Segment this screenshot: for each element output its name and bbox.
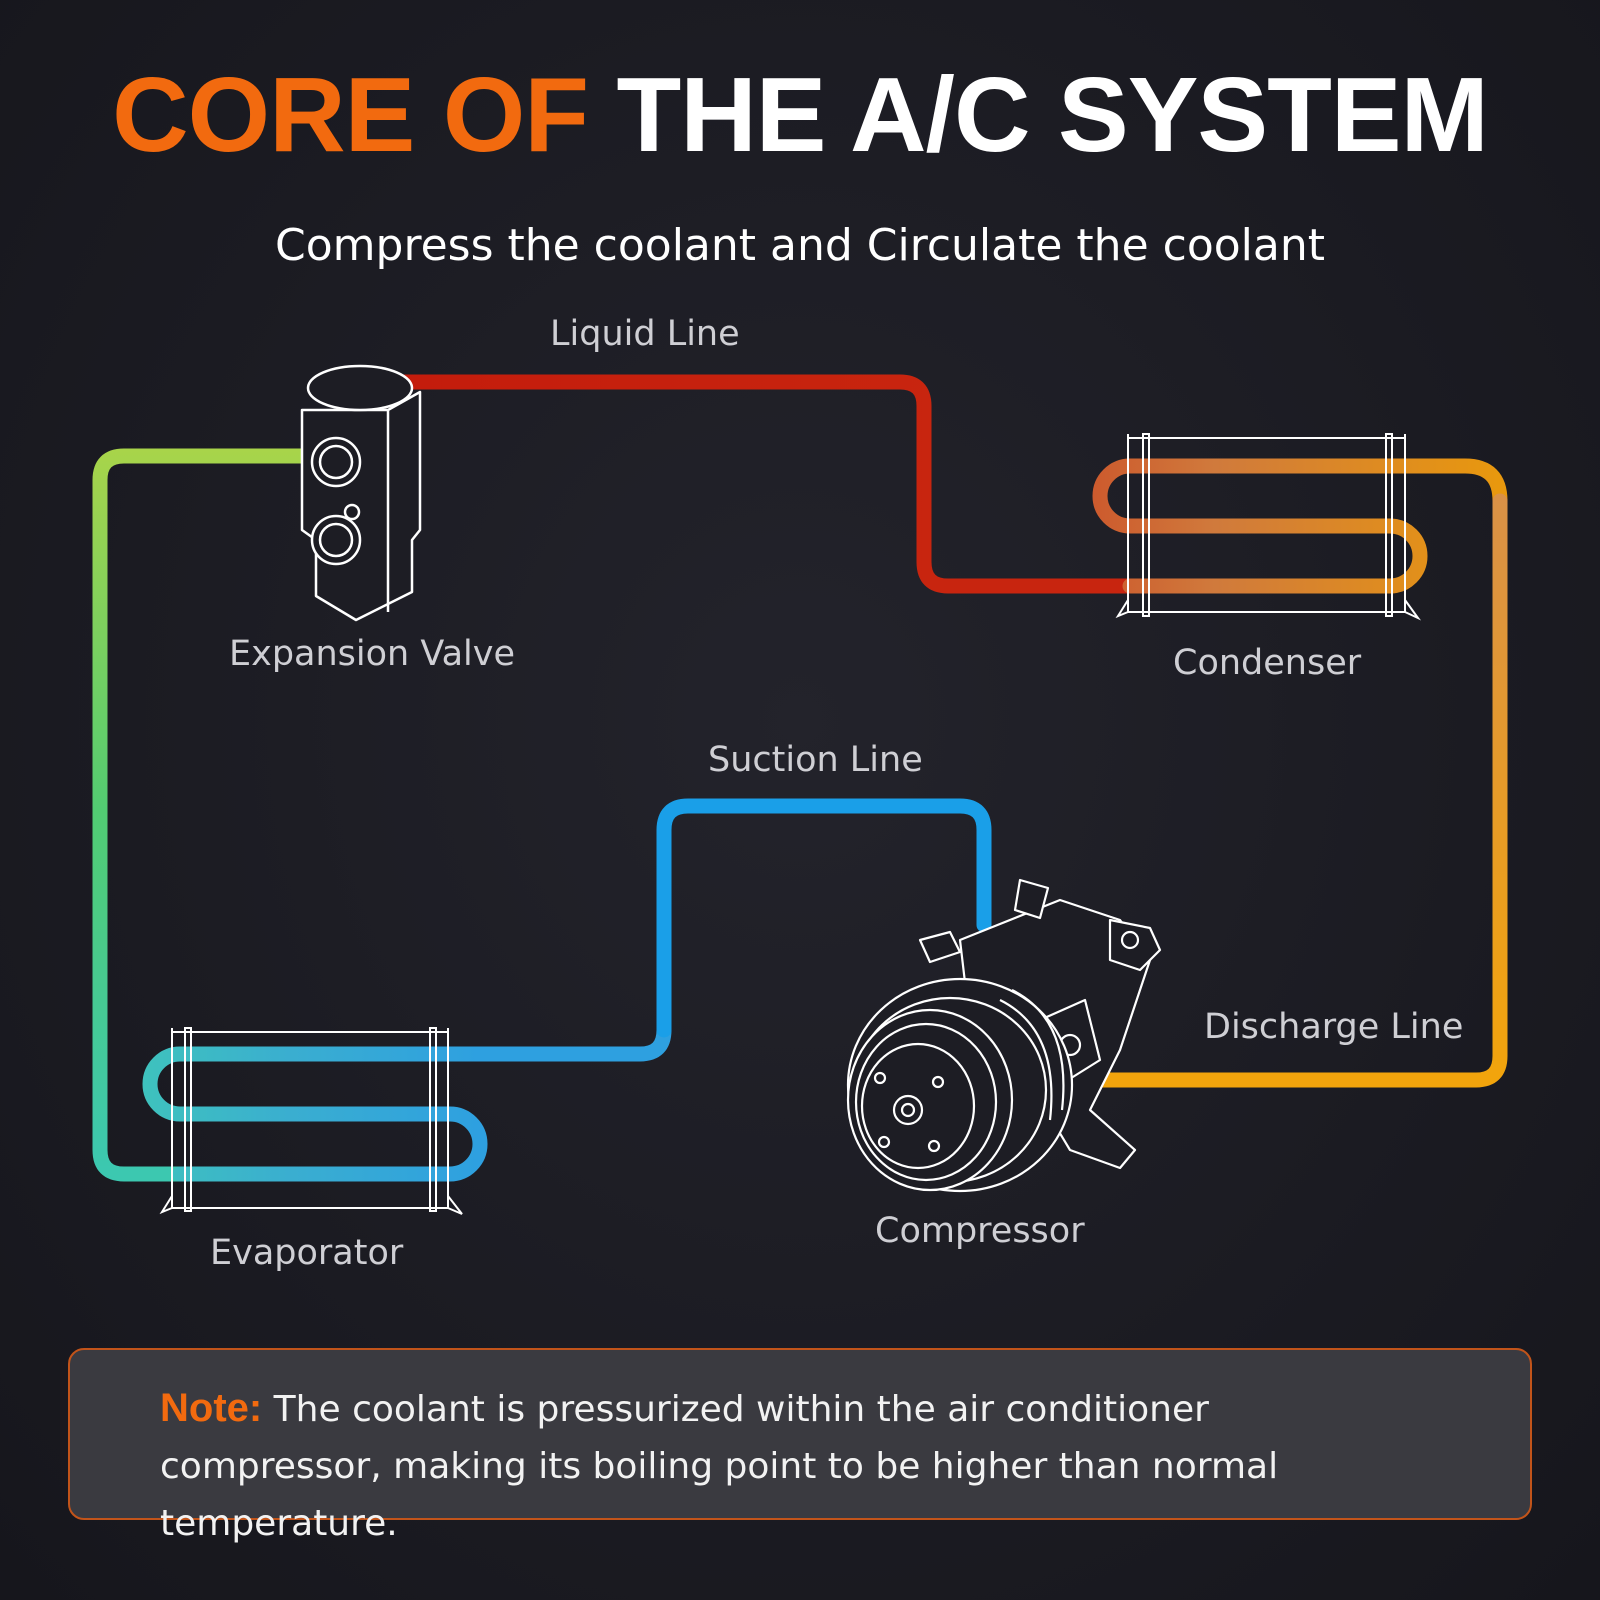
subtitle: Compress the coolant and Circulate the c… <box>275 220 1325 271</box>
evaporator-coil-visible <box>142 1022 672 1182</box>
label-evaporator: Evaporator <box>210 1233 404 1273</box>
page-title: CORE OF THE A/C SYSTEM <box>0 62 1600 168</box>
evaporator-icon <box>159 1027 463 1215</box>
note-box: Note: The coolant is pressurized within … <box>68 1348 1532 1544</box>
note-label: Note: <box>160 1386 263 1430</box>
label-condenser: Condenser <box>1173 643 1362 683</box>
expansion-valve-icon <box>300 364 422 622</box>
label-expansion-valve: Expansion Valve <box>229 634 515 674</box>
condenser-icon <box>1115 433 1422 621</box>
liquid-line <box>397 374 1138 594</box>
compressor-icon <box>846 878 1162 1193</box>
note-text: The coolant is pressurized within the ai… <box>160 1389 1279 1544</box>
label-discharge-line: Discharge Line <box>1204 1007 1463 1047</box>
discharge-line <box>1077 493 1508 1088</box>
title-main: THE A/C SYSTEM <box>616 56 1488 174</box>
suction-line <box>656 798 992 1038</box>
condenser-coil <box>1092 458 1508 594</box>
label-suction-line: Suction Line <box>708 740 923 780</box>
label-liquid-line: Liquid Line <box>550 314 740 354</box>
return-line <box>92 448 313 1182</box>
label-compressor: Compressor <box>875 1211 1085 1251</box>
title-accent: CORE OF <box>112 56 589 174</box>
